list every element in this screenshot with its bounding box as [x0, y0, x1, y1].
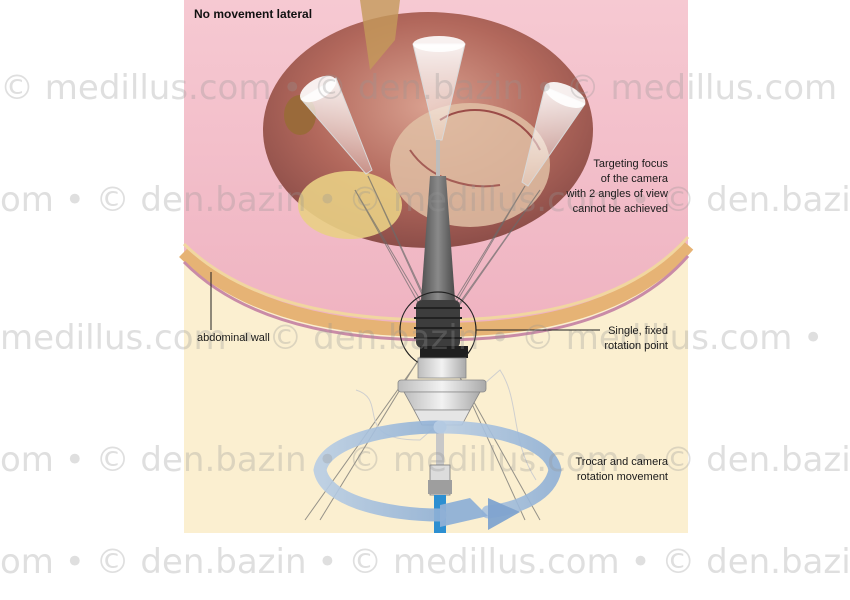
view-cone-right — [521, 82, 586, 187]
diagram-title: No movement lateral — [194, 7, 313, 21]
laparoscope — [414, 140, 468, 358]
targeting-label-line-1: Targeting focus — [593, 158, 668, 170]
abdominal-wall-label: abdominal wall — [197, 332, 270, 344]
organ-illustration — [263, 0, 593, 248]
pivot-label-line-1: Single, fixed — [608, 325, 668, 337]
rotation-label-line-1: Trocar and camera — [575, 456, 668, 468]
targeting-label: Targeting focus of the camera with 2 ang… — [540, 157, 669, 217]
view-cone-left — [299, 75, 373, 175]
pivot-label-line-2: rotation point — [604, 340, 668, 352]
rotation-label: Trocar and camera rotation movement — [540, 455, 668, 485]
targeting-label-line-4: cannot be achieved — [572, 203, 668, 215]
rotation-arrow — [313, 420, 562, 530]
targeting-label-line-2: of the camera — [600, 173, 668, 185]
targeting-label-line-3: with 2 angles of view — [566, 188, 669, 200]
rotation-label-line-2: rotation movement — [576, 471, 668, 483]
pivot-label: Single, fixed rotation point — [560, 324, 668, 354]
view-cone-center — [412, 36, 466, 141]
